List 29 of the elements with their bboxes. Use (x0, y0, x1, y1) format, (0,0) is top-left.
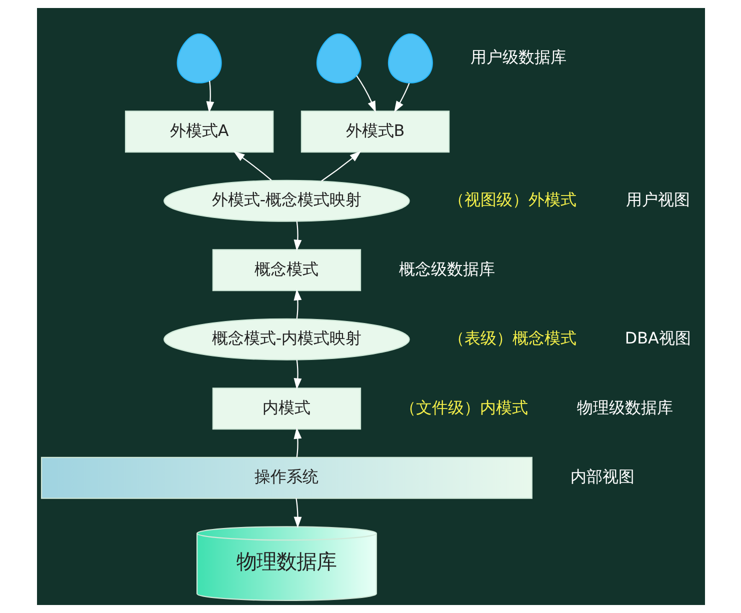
arrow (356, 75, 376, 113)
arrow (206, 80, 214, 113)
label: 物理级数据库 (576, 398, 672, 417)
label: 用户视图 (625, 190, 690, 210)
node-box: 概念模式 (212, 249, 361, 292)
node-person (387, 33, 432, 84)
arrow (232, 151, 272, 181)
arrow (293, 427, 302, 458)
label: DBA视图 (624, 328, 690, 348)
label: 概念级数据库 (398, 259, 494, 278)
node-box: 外模式A (124, 110, 274, 153)
node-box: 操作系统 (40, 456, 532, 499)
node-ellipse: 外模式-概念模式映射 (163, 180, 410, 222)
node-person (176, 33, 222, 84)
arrow (293, 288, 302, 319)
label: （视图级）外模式 (448, 190, 576, 210)
arrow (394, 82, 410, 112)
label: （文件级）内模式 (399, 398, 528, 417)
label: 内部视图 (570, 467, 634, 486)
node-box: 外模式B (300, 110, 450, 153)
label: （表级）概念模式 (448, 328, 576, 348)
arrow (293, 221, 302, 252)
arrow (320, 151, 361, 182)
node-person (316, 33, 361, 84)
arrow (293, 498, 302, 528)
node-box: 内模式 (212, 388, 361, 430)
arrow (293, 360, 302, 390)
node-ellipse: 概念模式-内模式映射 (163, 318, 410, 360)
label: 用户级数据库 (470, 48, 566, 67)
